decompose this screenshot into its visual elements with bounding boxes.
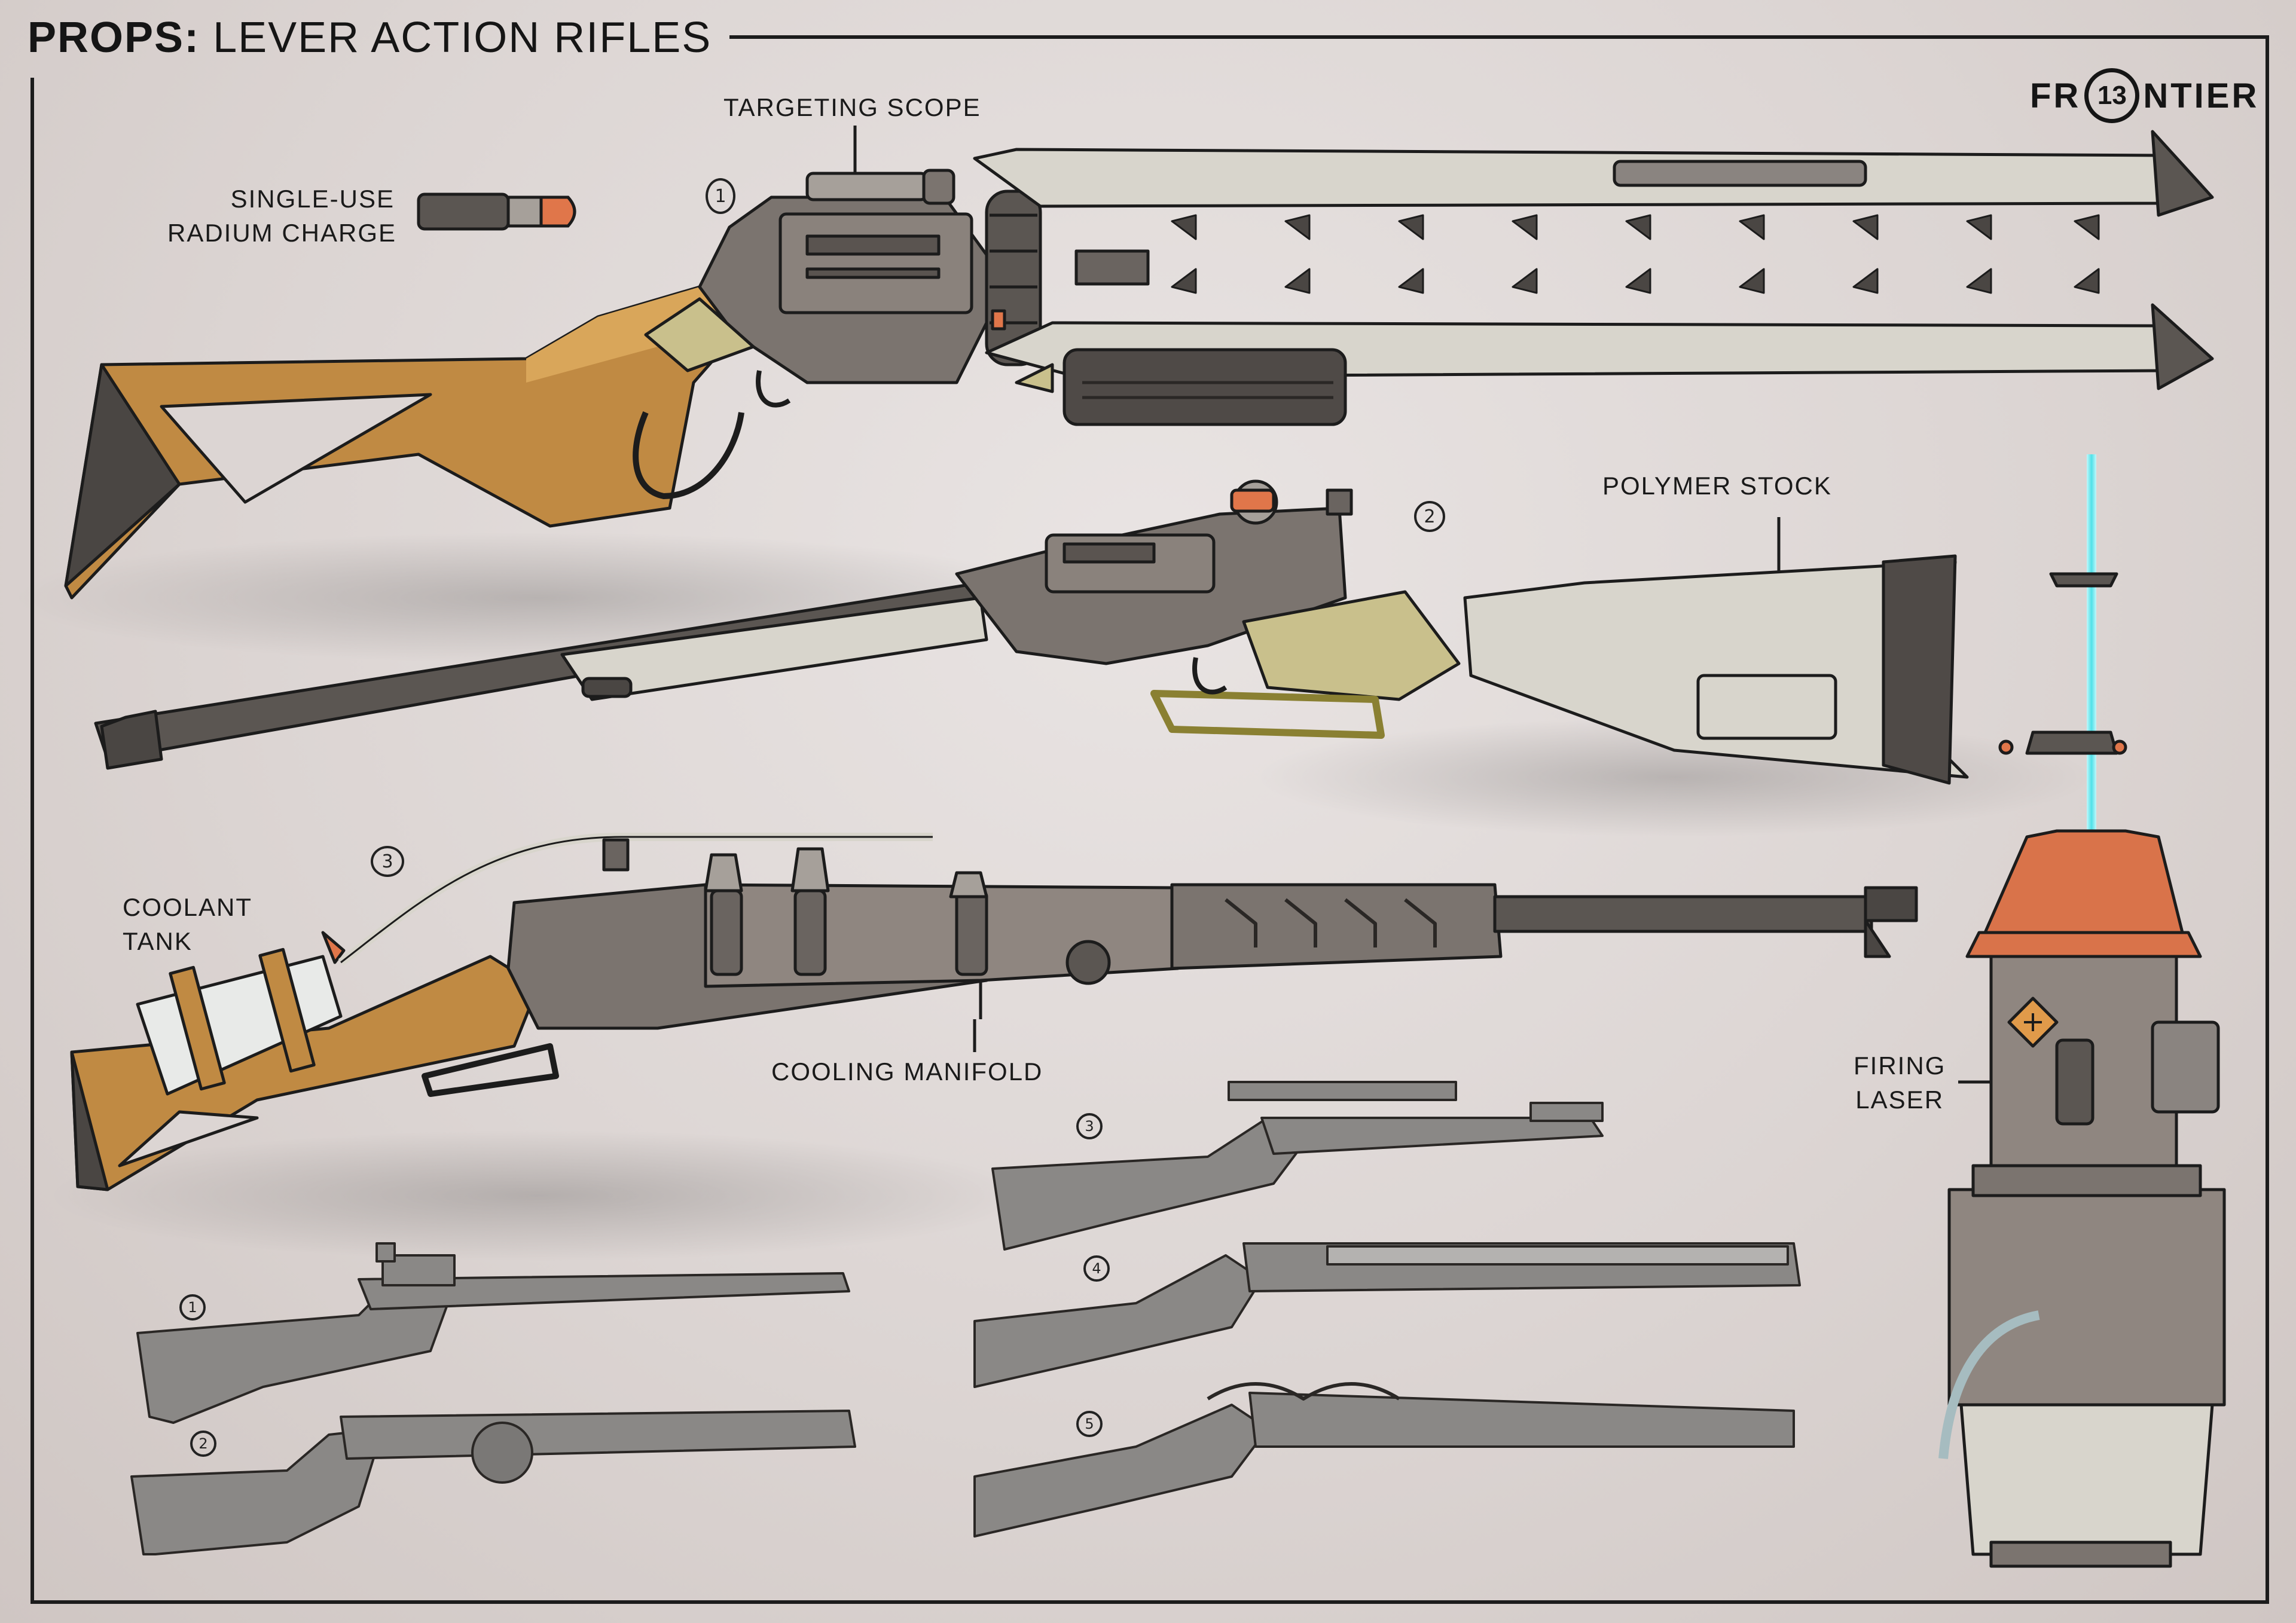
label-firing-laser: FIRING LASER: [1854, 1049, 1946, 1117]
label-polymer-stock: POLYMER STOCK: [1602, 472, 1832, 500]
logo-left: FR: [2030, 76, 2081, 115]
logo-right: NTIER: [2143, 76, 2260, 115]
rifle-3: [70, 833, 1918, 1191]
rifle-2: [94, 479, 1969, 785]
marker-2: 2: [1414, 501, 1445, 532]
label-cooling-manifold: COOLING MANIFOLD: [771, 1057, 1043, 1086]
label-radium-line2: RADIUM CHARGE: [167, 218, 397, 247]
thumb-marker-4: 4: [1083, 1255, 1110, 1282]
label-firing-line2: LASER: [1855, 1085, 1944, 1114]
label-coolant-tank: COOLANT TANK: [123, 891, 252, 958]
logo-circle: 13: [2084, 68, 2140, 123]
label-firing-line1: FIRING: [1854, 1052, 1946, 1080]
thumb-marker-5: 5: [1076, 1411, 1103, 1437]
marker-3: 3: [371, 846, 404, 877]
shadow-3: [48, 1130, 1028, 1261]
label-coolant-line2: TANK: [123, 927, 193, 955]
label-coolant-line1: COOLANT: [123, 893, 253, 921]
radium-charge-icon: [417, 192, 576, 231]
label-radium-line1: SINGLE-USE: [230, 185, 395, 213]
title-rest: LEVER ACTION RIFLES: [213, 14, 712, 62]
rifle-1: [64, 130, 2214, 600]
page-frame: [30, 35, 2269, 1604]
thumbnail-sketches: [130, 1081, 1801, 1555]
page-title: PROPS: LEVER ACTION RIFLES: [28, 13, 712, 62]
thumb-marker-3: 3: [1076, 1113, 1103, 1139]
title-bold: PROPS:: [28, 14, 200, 62]
label-radium-charge: SINGLE-USE RADIUM CHARGE: [167, 182, 395, 250]
laser-emitter-icon: [1938, 454, 2226, 1568]
label-targeting-scope: TARGETING SCOPE: [723, 93, 981, 121]
thumb-marker-1: 1: [179, 1294, 206, 1321]
marker-1: 1: [706, 178, 735, 214]
frontier-logo: FR 13 NTIER: [2030, 60, 2259, 132]
thumb-marker-2: 2: [190, 1431, 216, 1457]
